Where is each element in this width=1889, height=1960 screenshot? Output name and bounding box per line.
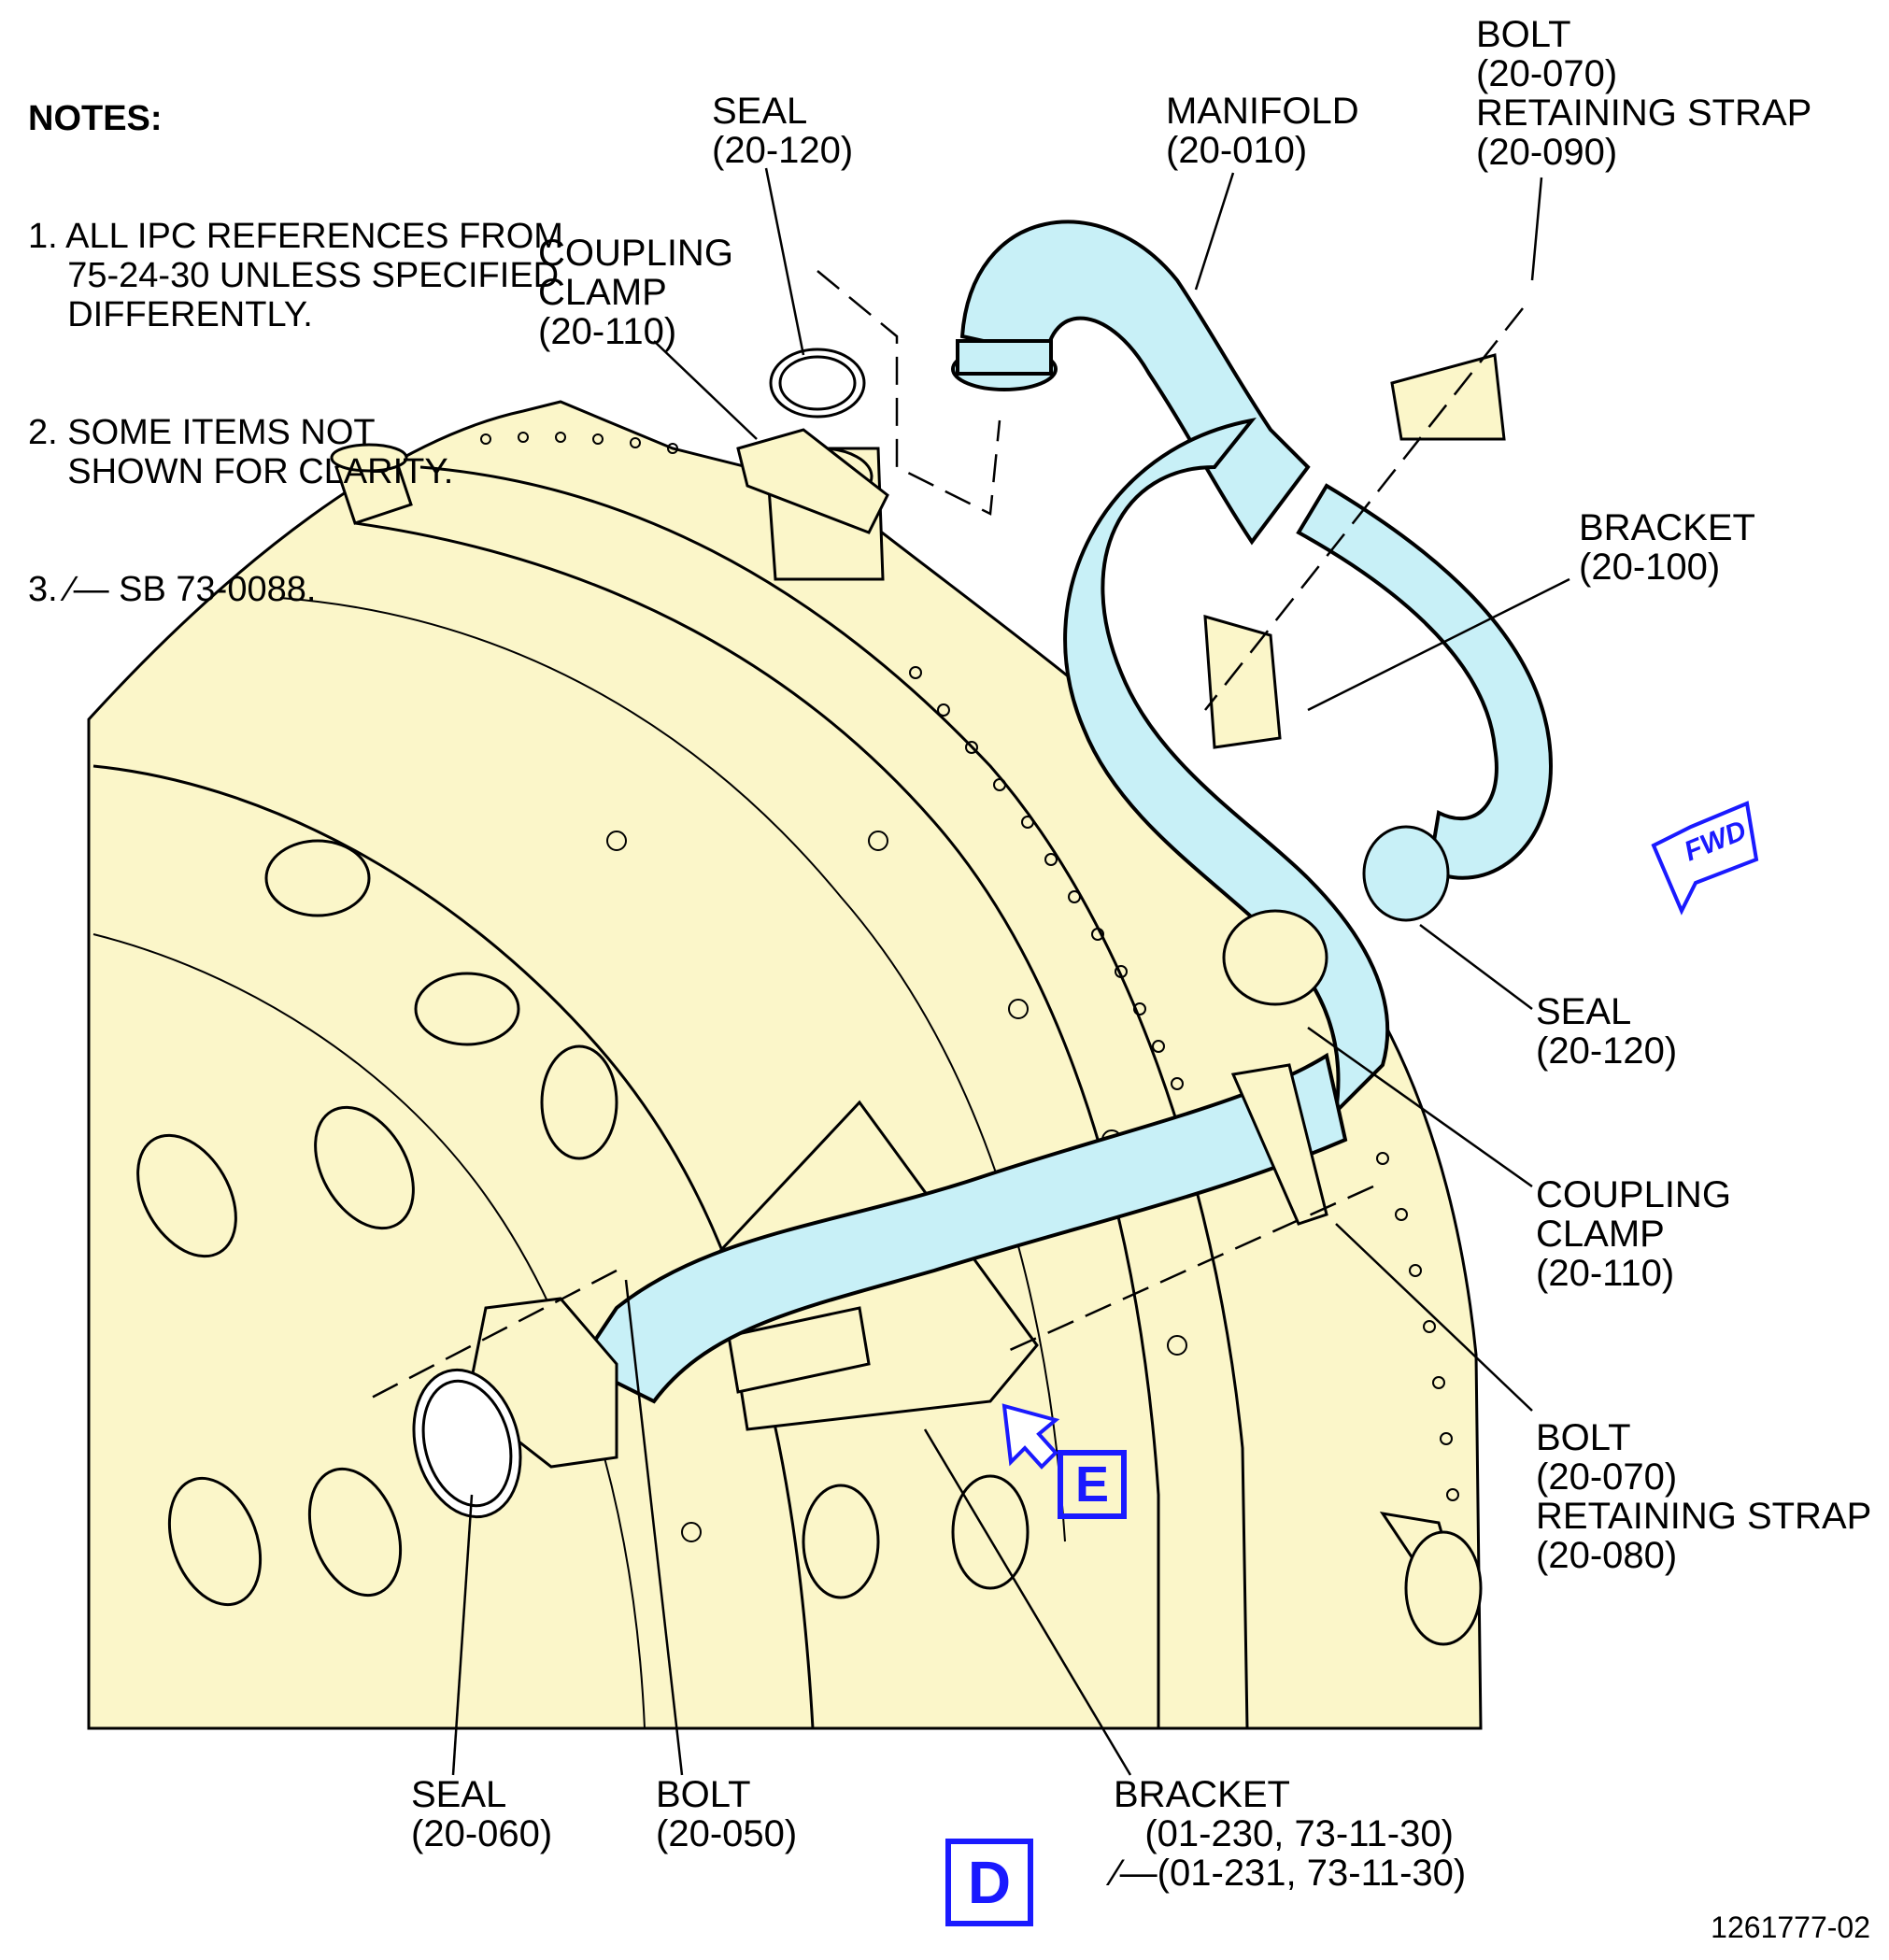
clamp-hardware	[412, 348, 1506, 1519]
view-d-box: D	[945, 1839, 1033, 1926]
note-1: 1. ALL IPC REFERENCES FROM 75-24-30 UNLE…	[28, 217, 563, 334]
view-e-arrow-icon	[1001, 1403, 1060, 1470]
notes-block: NOTES: 1. ALL IPC REFERENCES FROM 75-24-…	[28, 21, 563, 648]
label-bolt-bottom: BOLT (20-050)	[656, 1774, 798, 1854]
label-bracket-bottom: BRACKET (01-230, 73-11-30) ∕—(01-231, 73…	[1114, 1774, 1467, 1894]
label-bracket-right: BRACKET (20-100)	[1579, 507, 1755, 588]
label-coupling-clamp-right: COUPLING CLAMP (20-110)	[1536, 1174, 1731, 1294]
notes-heading: NOTES:	[28, 99, 163, 138]
view-e-box: E	[1058, 1450, 1127, 1519]
note-3: 3. ∕— SB 73-0088.	[28, 570, 317, 609]
note-2: 2. SOME ITEMS NOT SHOWN FOR CLARITY.	[28, 413, 454, 491]
label-coupling-clamp-top: COUPLING CLAMP (20-110)	[538, 233, 733, 352]
label-seal-right: SEAL (20-120)	[1536, 991, 1678, 1072]
leader-lines	[363, 167, 1570, 1776]
figure-number: 1261777-02	[1711, 1910, 1870, 1944]
label-seal-top: SEAL (20-120)	[712, 91, 854, 171]
fwd-arrow-icon: FWD	[1651, 801, 1759, 916]
label-seal-bottom: SEAL (20-060)	[411, 1774, 553, 1854]
label-bolt-strap-top: BOLT (20-070) RETAINING STRAP (20-090)	[1476, 14, 1812, 173]
label-bolt-strap-right: BOLT (20-070) RETAINING STRAP (20-080)	[1536, 1417, 1872, 1576]
label-manifold: MANIFOLD (20-010)	[1166, 91, 1359, 171]
